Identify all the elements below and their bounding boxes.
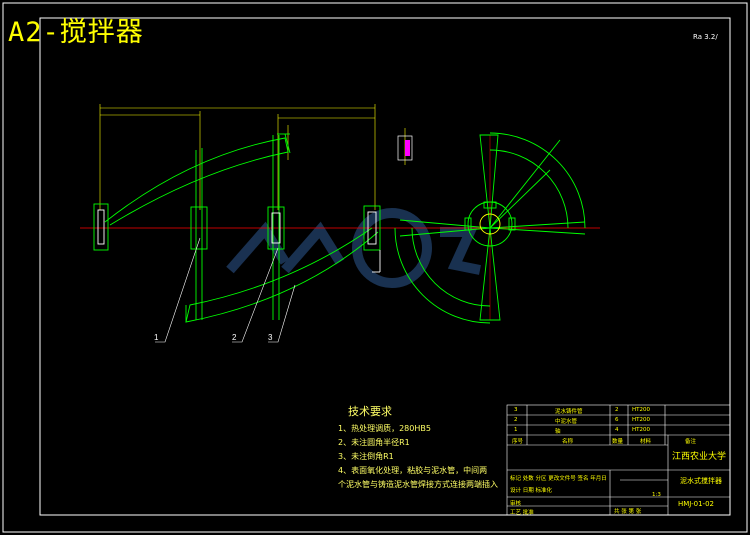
dimension-lines <box>99 104 406 210</box>
school-name: 江西农业大学 <box>672 452 727 462</box>
tech-item-4: 4、表面氧化处理，粘胶与泥水管，中间两 <box>338 466 488 475</box>
scale: 1:3 <box>652 492 661 498</box>
header-qty: 数量 <box>612 439 624 445</box>
tech-item-2: 2、未注圆角半径R1 <box>338 438 410 447</box>
part-2-qty: 6 <box>615 417 619 423</box>
hub-blocks <box>93 203 381 273</box>
section-detail <box>397 135 413 161</box>
part-1-no: 1 <box>514 427 518 433</box>
inner-frame <box>39 17 731 516</box>
arm-assembly <box>104 133 379 323</box>
design-row: 设计 日期 标准化 <box>510 488 552 494</box>
review-row: 审核 <box>510 501 522 507</box>
part-1-name: 轴 <box>555 429 561 435</box>
callout-2: 2 <box>232 333 237 342</box>
drawing-title: A2-搅拌器 <box>8 17 144 48</box>
leader-lines <box>155 237 296 343</box>
impeller-view <box>394 132 586 324</box>
part-3-material: HT200 <box>632 407 650 413</box>
watermark <box>226 208 481 288</box>
header-no: 序号 <box>512 439 524 445</box>
part-3-qty: 2 <box>615 407 619 413</box>
part-3-name: 泥水铸件管 <box>555 409 583 415</box>
drawing-name: 泥水式搅拌器 <box>680 477 722 485</box>
drawing-number: HMJ-01-02 <box>678 500 714 508</box>
callout-3: 3 <box>268 333 273 342</box>
tech-item-3: 3、未注倒角R1 <box>338 452 394 461</box>
revision-row: 标记 处数 分区 更改文件号 签名 年月日 <box>510 476 607 482</box>
part-2-no: 2 <box>514 417 518 423</box>
header-note: 备注 <box>685 439 697 445</box>
tech-requirements-title: 技术要求 <box>348 405 392 418</box>
part-1-qty: 4 <box>615 427 619 433</box>
part-3-no: 3 <box>514 407 518 413</box>
callout-1: 1 <box>154 333 159 342</box>
process-row: 工艺 批准 <box>510 510 534 516</box>
tech-item-5: 个泥水管与铸造泥水管焊接方式连接两端插入 <box>338 480 498 489</box>
title-block-grid <box>506 404 731 516</box>
tech-item-1: 1、热处理调质，280HB5 <box>338 424 431 433</box>
sheet-count: 共 张 第 张 <box>614 509 642 515</box>
roughness-symbol: Ra 3.2/ <box>693 33 718 41</box>
part-2-name: 中泥水管 <box>555 419 578 425</box>
header-material: 材料 <box>640 439 652 445</box>
part-2-material: HT200 <box>632 417 650 423</box>
header-name: 名称 <box>562 439 574 445</box>
part-1-material: HT200 <box>632 427 650 433</box>
